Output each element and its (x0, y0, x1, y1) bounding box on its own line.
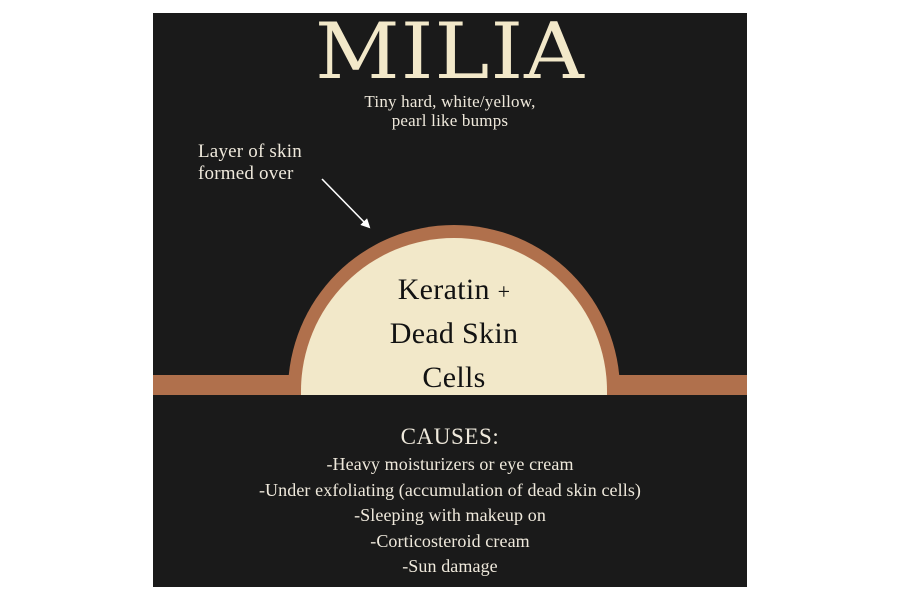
subtitle-line-1: Tiny hard, white/yellow, (364, 92, 536, 112)
list-item: -Under exfoliating (accumulation of dead… (258, 479, 642, 500)
list-item: -Sun damage (402, 556, 498, 577)
bump-label: Keratin + Dead Skin Cells (301, 268, 607, 400)
poster-canvas: MILIA Tiny hard, white/yellow, pearl lik… (153, 13, 747, 587)
subtitle: Tiny hard, white/yellow, pearl like bump… (153, 89, 747, 130)
list-item: -Sleeping with makeup on (354, 505, 546, 526)
bump-label-row-1: Keratin + (301, 268, 607, 312)
list-item: -Heavy moisturizers or eye cream (326, 454, 574, 474)
bump-label-row-3: Cells (422, 361, 486, 395)
list-item: -Corticosteroid cream (370, 530, 530, 551)
annotation-label: Layer of skin formed over (198, 141, 408, 185)
annotation-line-2: formed over (198, 163, 294, 185)
causes-list: -Heavy moisturizers or eye cream -Under … (153, 452, 747, 580)
annotation-line-1: Layer of skin (198, 141, 302, 162)
causes-heading: CAUSES: (400, 424, 500, 449)
bump-label-keratin: Keratin (397, 273, 490, 306)
bump-label-row-2: Dead Skin (389, 317, 519, 351)
subtitle-line-2: pearl like bumps (391, 111, 509, 131)
page-title: MILIA (315, 13, 585, 97)
title-block: MILIA Tiny hard, white/yellow, pearl lik… (153, 13, 747, 130)
bump-interior: Keratin + Dead Skin Cells (301, 238, 607, 395)
causes-section: CAUSES: -Heavy moisturizers or eye cream… (153, 424, 747, 580)
plus-icon: + (497, 279, 511, 304)
milia-bump: Keratin + Dead Skin Cells (288, 225, 620, 395)
